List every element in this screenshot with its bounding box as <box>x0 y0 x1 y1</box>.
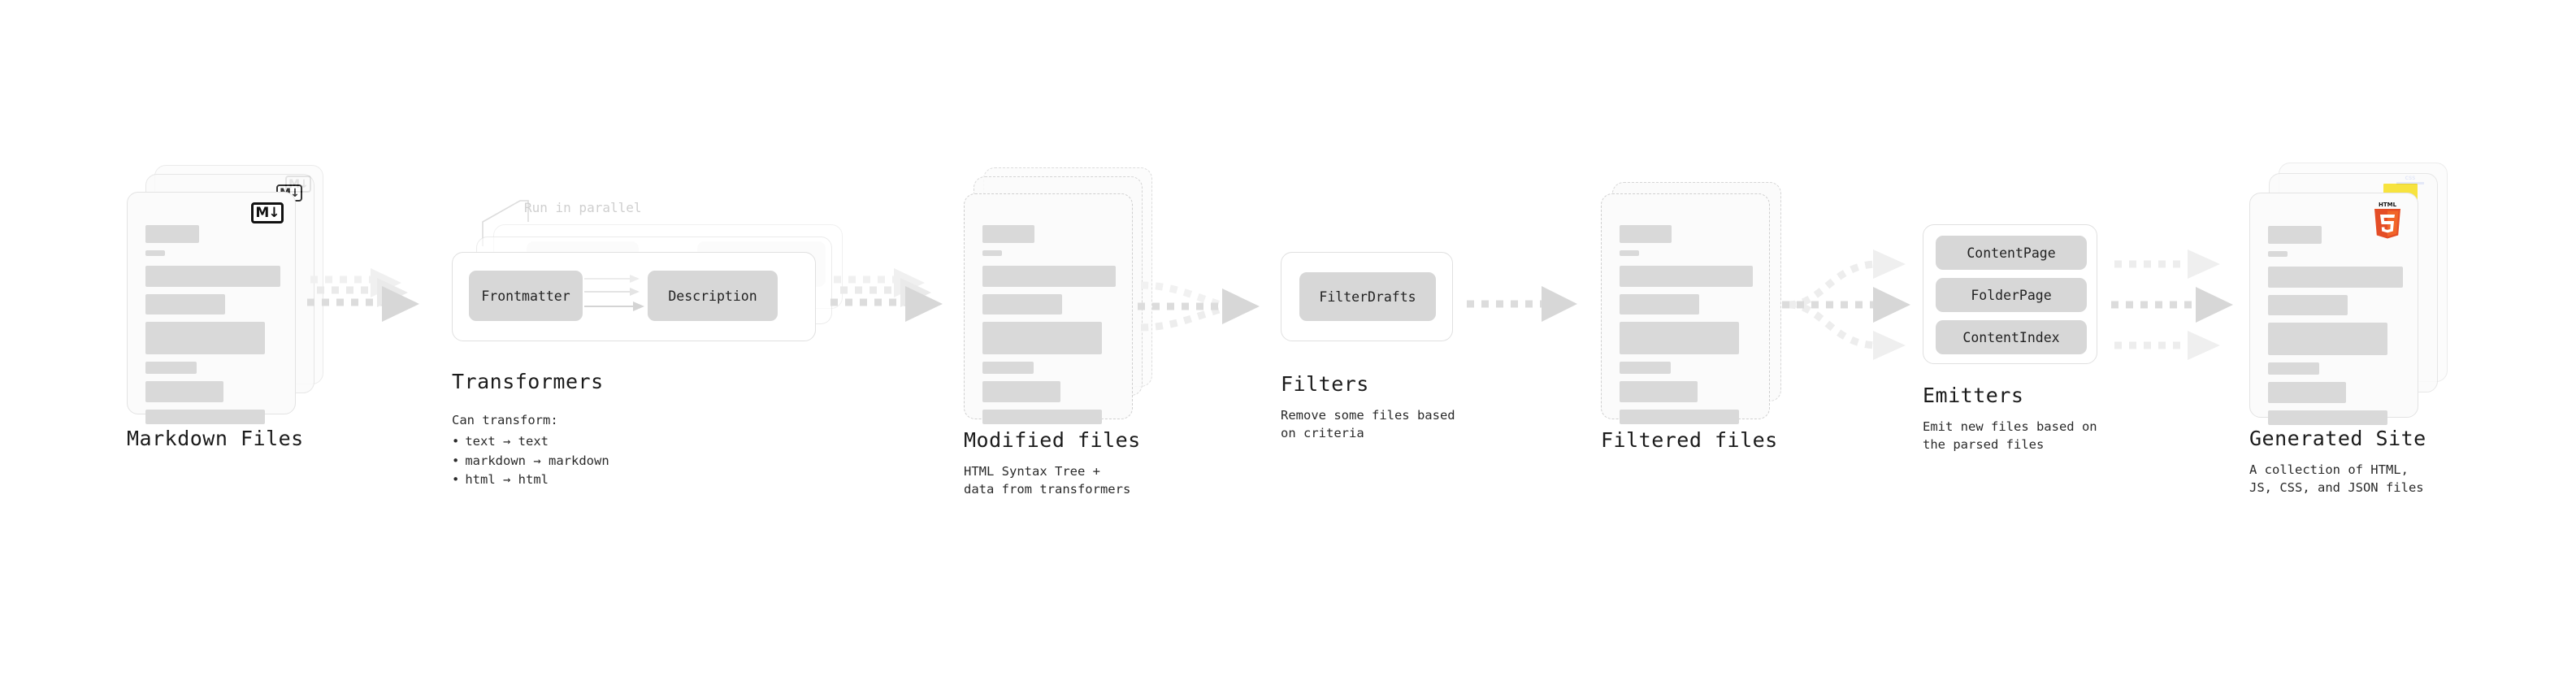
run-in-parallel-label: Run in parallel <box>524 200 642 215</box>
skeleton-bar <box>982 362 1034 374</box>
connector-filtered-to-emitters <box>1782 249 1910 360</box>
emitter-chip-folderpage[interactable]: FolderPage <box>1936 278 2087 312</box>
stage-title: Markdown Files <box>127 427 304 450</box>
modified-file-card-front <box>964 193 1133 424</box>
skeleton-bars <box>1620 225 1753 432</box>
run-in-parallel-leader-line <box>482 200 529 246</box>
html5-icon: HTML <box>2374 202 2400 239</box>
stage-subtitle: Emit new files based on the parsed files <box>1923 419 2097 453</box>
transformers-box: Frontmatter Description <box>452 252 816 341</box>
filtered-files-caption: Filtered files <box>1601 428 1778 452</box>
skeleton-bar <box>2268 362 2319 375</box>
skeleton-bar <box>982 294 1062 314</box>
markdown-files-caption: Markdown Files <box>127 427 304 450</box>
skeleton-bar <box>145 266 280 287</box>
stage-title: Filters <box>1281 372 1369 396</box>
skeleton-bar <box>2268 251 2288 257</box>
emitter-chip-contentpage[interactable]: ContentPage <box>1936 236 2087 270</box>
skeleton-bar <box>145 225 199 243</box>
stage-subtitle: HTML Syntax Tree + data from transformer… <box>964 464 1131 497</box>
transform-bullet-list: text → text markdown → markdown html → h… <box>452 432 609 489</box>
skeleton-bar <box>982 322 1102 354</box>
transformer-chip-frontmatter[interactable]: Frontmatter <box>469 271 583 321</box>
emitter-chip-contentindex[interactable]: ContentIndex <box>1936 320 2087 354</box>
skeleton-bar <box>145 322 265 354</box>
filters-box: FilterDrafts <box>1281 252 1453 341</box>
filtered-file-card-front <box>1601 193 1770 424</box>
skeleton-bar <box>2268 267 2403 288</box>
skeleton-bar <box>2268 295 2348 315</box>
skeleton-bar <box>982 410 1102 424</box>
skeleton-bar <box>1620 225 1672 243</box>
stage-subtitle: A collection of HTML, JS, CSS, and JSON … <box>2249 462 2424 496</box>
stage-title: Transformers <box>452 370 604 393</box>
skeleton-bar <box>145 362 197 374</box>
filter-chip-filterdrafts[interactable]: FilterDrafts <box>1299 272 1436 321</box>
generated-site-card-front: HTML <box>2249 193 2418 425</box>
skeleton-bar <box>2268 382 2346 403</box>
skeleton-bar <box>1620 250 1639 256</box>
markdown-icon: M↓ <box>251 202 284 223</box>
skeleton-bars <box>145 225 280 432</box>
connector-md-to-transformers <box>307 268 419 322</box>
transformer-chip-description[interactable]: Description <box>648 271 778 321</box>
skeleton-bar <box>2268 323 2387 355</box>
skeleton-bar <box>2268 410 2387 425</box>
skeleton-bar <box>1620 294 1699 314</box>
stage-title: Emitters <box>1923 384 2024 407</box>
skeleton-bar <box>1620 362 1671 374</box>
connector-emitters-to-site <box>2111 249 2233 360</box>
connector-modified-to-filters <box>1138 281 1260 332</box>
skeleton-bar <box>982 225 1034 243</box>
emitters-caption: Emitters Emit new files based on the par… <box>1923 384 2097 454</box>
svg-text:HTML: HTML <box>2379 202 2397 208</box>
list-item: markdown → markdown <box>452 452 609 471</box>
skeleton-bar <box>145 294 225 314</box>
modified-files-caption: Modified files HTML Syntax Tree + data f… <box>964 428 1141 499</box>
stage-subtitle: Remove some files based on criteria <box>1281 408 1455 441</box>
stage-subtitle: Can transform: <box>452 413 558 427</box>
transformers-caption: Transformers Can transform: text → text … <box>452 370 609 489</box>
skeleton-bar <box>145 250 165 256</box>
stage-title: Modified files <box>964 428 1141 452</box>
skeleton-bars <box>982 225 1116 432</box>
inner-parallel-arrows <box>584 275 644 311</box>
skeleton-bar <box>1620 322 1739 354</box>
skeleton-bars <box>2268 226 2403 432</box>
skeleton-bar <box>1620 266 1753 287</box>
skeleton-bar <box>982 266 1116 287</box>
list-item: html → html <box>452 471 609 489</box>
list-item: text → text <box>452 432 609 451</box>
connector-filters-to-filtered <box>1467 286 1577 322</box>
connector-transformers-to-modified <box>830 268 943 322</box>
generated-site-caption: Generated Site A collection of HTML, JS,… <box>2249 427 2426 497</box>
emitters-box: ContentPage FolderPage ContentIndex <box>1923 224 2097 364</box>
filters-caption: Filters Remove some files based on crite… <box>1281 372 1455 443</box>
markdown-file-card-front: M↓ <box>127 192 296 424</box>
stage-title: Filtered files <box>1601 428 1778 452</box>
skeleton-bar <box>145 381 223 402</box>
skeleton-bar <box>145 410 265 424</box>
skeleton-bar <box>982 250 1002 256</box>
skeleton-bar <box>1620 381 1698 402</box>
skeleton-bar <box>1620 410 1739 424</box>
stage-title: Generated Site <box>2249 427 2426 450</box>
skeleton-bar <box>2268 226 2322 244</box>
skeleton-bar <box>982 381 1060 402</box>
